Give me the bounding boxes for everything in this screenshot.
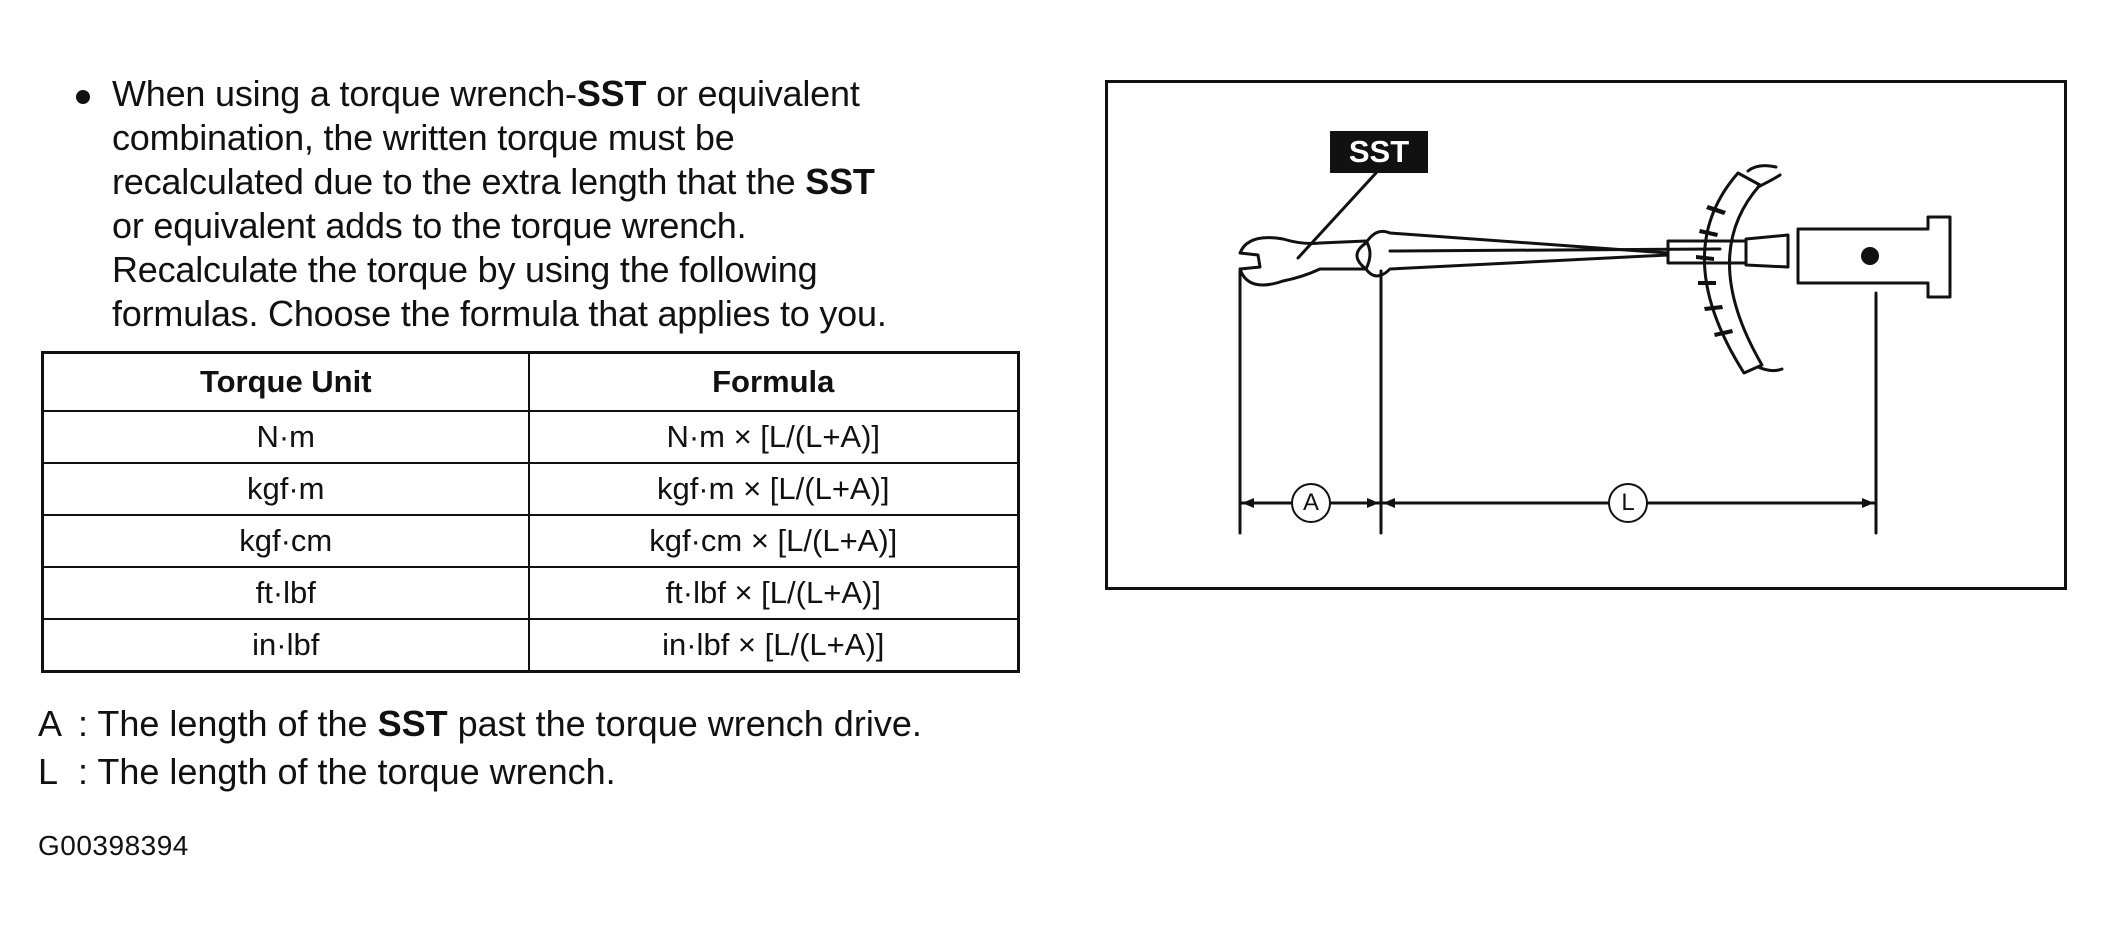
table-row: ft·lbf ft·lbf × [L/(L+A)] xyxy=(41,566,1020,620)
instruction-bullet: When using a torque wrench-SST or equiva… xyxy=(68,72,1028,336)
unit-cell: in·lbf xyxy=(41,618,530,673)
instruction-line-6: formulas. Choose the formula that applie… xyxy=(112,293,887,334)
unit-cell: ft·lbf xyxy=(41,566,530,620)
instruction-line-3: recalculated due to the extra length tha… xyxy=(112,161,875,202)
torque-wrench-figure: SST A L xyxy=(1105,80,2067,590)
instruction-line-2: combination, the written torque must be xyxy=(112,117,735,158)
formula-cell: kgf·m × [L/(L+A)] xyxy=(527,462,1020,516)
formula-cell: kgf·cm × [L/(L+A)] xyxy=(527,514,1020,568)
wrench-handle xyxy=(1744,233,1790,269)
table-header-row: Torque Unit Formula xyxy=(41,351,1020,412)
scale-arc-inner xyxy=(1756,173,1782,189)
header-formula: Formula xyxy=(527,351,1020,412)
table-row: N·m N·m × [L/(L+A)] xyxy=(41,410,1020,464)
handle-grip xyxy=(1796,215,1952,299)
definition-l: L: The length of the torque wrench. xyxy=(38,748,922,796)
header-torque-unit: Torque Unit xyxy=(41,351,530,412)
instruction-line-5: Recalculate the torque by using the foll… xyxy=(112,249,818,290)
bullet-dot-icon xyxy=(76,90,90,104)
table-row: kgf·m kgf·m × [L/(L+A)] xyxy=(41,462,1020,516)
table-row: in·lbf in·lbf × [L/(L+A)] xyxy=(41,618,1020,673)
arrowhead-l-right xyxy=(1862,498,1874,508)
scale-arc-outer xyxy=(1703,171,1764,375)
torque-formula-table: Torque Unit Formula N·m N·m × [L/(L+A)] … xyxy=(41,351,1020,673)
wrench-beam xyxy=(1355,229,1670,278)
instruction-text: When using a torque wrench-SST or equiva… xyxy=(112,72,1028,336)
unit-cell: N·m xyxy=(41,410,530,464)
arrowhead-a-right xyxy=(1367,498,1379,508)
definition-key: A xyxy=(38,703,63,744)
table-row: kgf·cm kgf·cm × [L/(L+A)] xyxy=(41,514,1020,568)
arrowhead-a-left xyxy=(1242,498,1254,508)
sst-wrench-icon xyxy=(1238,236,1372,287)
scale-arc-bracket xyxy=(1746,164,1784,373)
definition-a: A: The length of the SST past the torque… xyxy=(38,700,922,748)
wrench-illustration xyxy=(1238,164,1952,535)
instruction-line-1: When using a torque wrench-SST or equiva… xyxy=(112,73,860,114)
pointer-needle xyxy=(1388,247,1722,253)
dimension-label-a: A xyxy=(1291,483,1331,523)
definitions: A: The length of the SST past the torque… xyxy=(38,700,922,796)
formula-cell: N·m × [L/(L+A)] xyxy=(527,410,1020,464)
handle-pivot-dot xyxy=(1861,247,1879,265)
unit-cell: kgf·cm xyxy=(41,514,530,568)
formula-cell: ft·lbf × [L/(L+A)] xyxy=(527,566,1020,620)
arrowhead-l-left xyxy=(1383,498,1395,508)
definition-key: L xyxy=(38,751,59,792)
instruction-line-4: or equivalent adds to the torque wrench. xyxy=(112,205,747,246)
unit-cell: kgf·m xyxy=(41,462,530,516)
figure-code: G00398394 xyxy=(38,830,189,861)
sst-label: SST xyxy=(1330,131,1428,173)
dimension-label-l: L xyxy=(1608,483,1648,523)
formula-cell: in·lbf × [L/(L+A)] xyxy=(527,618,1020,673)
